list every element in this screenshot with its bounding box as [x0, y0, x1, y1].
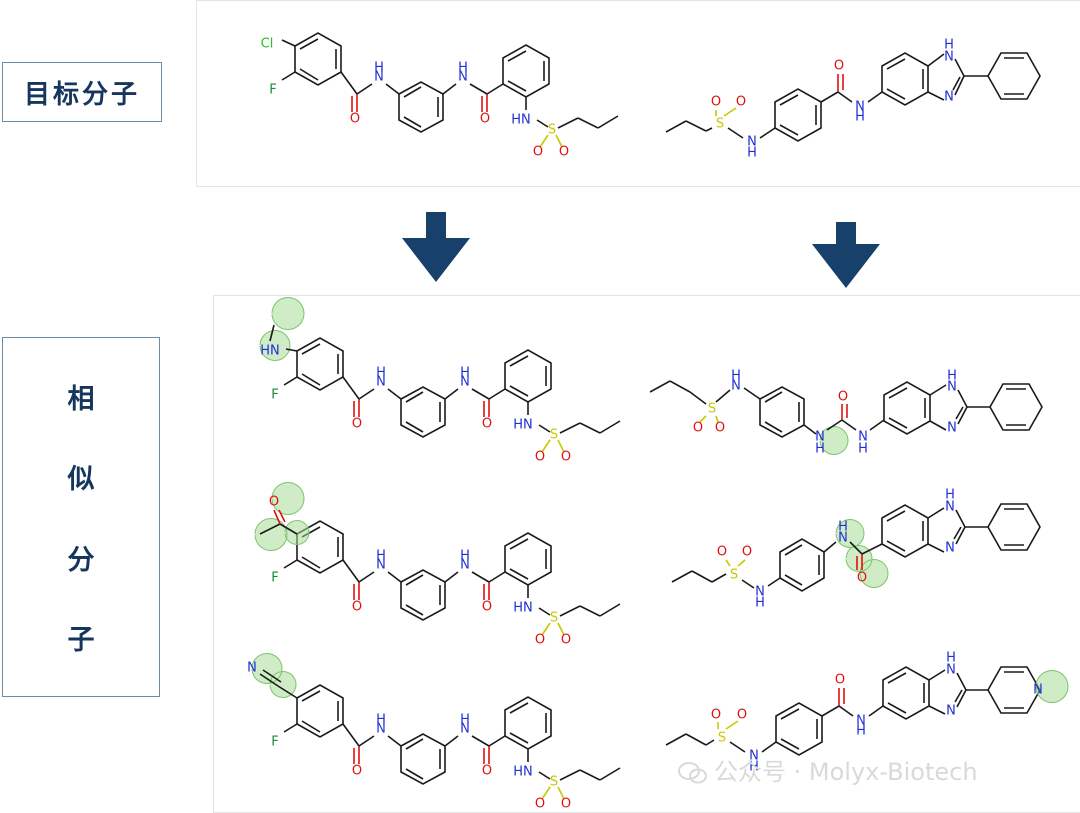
svg-text:N: N: [815, 430, 825, 445]
svg-text:H: H: [858, 442, 868, 457]
similar-molecule-right-1: S O O H N N H O N H H N N: [649, 369, 1043, 457]
svg-text:N: N: [755, 585, 765, 600]
svg-text:H: H: [815, 442, 825, 457]
watermark-text: 公众号 · Molyx-Biotech: [714, 758, 978, 786]
svg-text:H: H: [856, 724, 866, 739]
svg-text:S: S: [716, 117, 724, 132]
svg-text:O: O: [693, 421, 703, 436]
similar-molecule-left-2: O: [254, 482, 621, 649]
similar-molecules-panel: [213, 295, 1080, 813]
svg-text:H: H: [747, 146, 757, 161]
svg-text:N: N: [946, 663, 956, 678]
svg-text:O: O: [715, 421, 725, 436]
nitrile-nitrogen-atom: N: [247, 661, 257, 676]
svg-text:H: H: [855, 110, 865, 125]
svg-text:N: N: [947, 380, 957, 395]
svg-text:O: O: [711, 95, 721, 110]
svg-text:N: N: [947, 421, 957, 436]
similar-molecule-left-3: N: [247, 653, 621, 812]
svg-text:H: H: [947, 369, 957, 384]
svg-text:N: N: [945, 541, 955, 556]
svg-text:O: O: [737, 708, 747, 723]
svg-text:O: O: [838, 390, 848, 405]
target-label-text: 目标分子: [23, 79, 140, 110]
svg-text:N: N: [731, 379, 741, 394]
svg-text:S: S: [708, 402, 716, 417]
svg-text:O: O: [857, 571, 867, 586]
svg-text:O: O: [711, 708, 721, 723]
similar-label-char-1: 相: [67, 383, 95, 415]
similar-molecule-right-3: S O O N H O N H H N N: [665, 651, 1069, 775]
target-molecule-1: Cl: [261, 32, 619, 161]
amine-atom: HN: [260, 344, 280, 359]
target-molecule-label: 目标分子: [2, 62, 162, 122]
similar-label-char-4: 子: [67, 625, 95, 657]
svg-text:N: N: [945, 500, 955, 515]
svg-text:N: N: [858, 430, 868, 445]
svg-text:O: O: [835, 673, 845, 688]
svg-text:H: H: [945, 488, 955, 503]
svg-text:H: H: [749, 760, 759, 775]
similar-label-char-3: 分: [67, 544, 95, 576]
svg-text:N: N: [944, 90, 954, 105]
svg-text:H: H: [838, 520, 848, 535]
svg-text:N: N: [838, 531, 848, 546]
svg-text:O: O: [834, 59, 844, 74]
carbonyl-oxygen-atom: O: [269, 495, 279, 510]
svg-text:H: H: [946, 651, 956, 666]
svg-text:N: N: [946, 704, 956, 719]
svg-text:N: N: [944, 50, 954, 65]
svg-text:S: S: [730, 568, 738, 583]
svg-text:H: H: [731, 369, 741, 384]
svg-text:N: N: [1033, 683, 1043, 698]
svg-text:S: S: [718, 731, 726, 746]
svg-text:H: H: [944, 38, 954, 53]
similar-molecule-right-2: S O O N H H N O H N N: [671, 488, 1041, 611]
svg-text:O: O: [717, 545, 727, 560]
down-arrow-icon: [812, 222, 880, 288]
down-arrow-icon: [402, 212, 470, 282]
similar-molecules-label: 相 似 分 子: [2, 337, 160, 697]
similar-label-char-2: 似: [67, 464, 95, 496]
similar-molecule-left-1: HN: [259, 297, 621, 466]
svg-text:O: O: [742, 545, 752, 560]
svg-text:N: N: [855, 100, 865, 115]
svg-text:N: N: [747, 135, 757, 150]
wechat-icon: [678, 762, 707, 784]
svg-text:N: N: [749, 749, 759, 764]
watermark: 公众号 · Molyx-Biotech: [678, 752, 978, 787]
target-molecule-2: S O O N H O N H H N N: [665, 38, 1041, 161]
svg-text:H: H: [755, 596, 765, 611]
svg-text:N: N: [856, 714, 866, 729]
chlorine-atom: Cl: [261, 37, 274, 52]
svg-text:O: O: [736, 95, 746, 110]
